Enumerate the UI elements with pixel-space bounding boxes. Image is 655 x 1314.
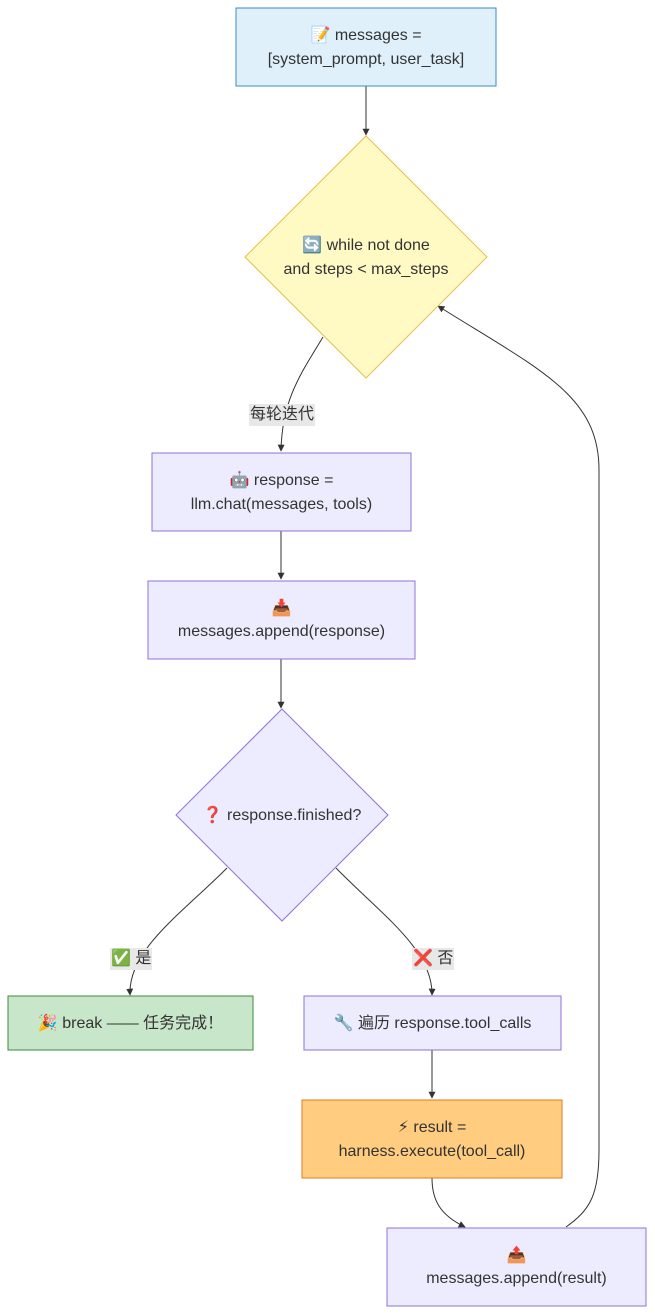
edge-execute-to-append-result	[431, 1177, 466, 1228]
node-execute-box	[301, 1099, 563, 1179]
node-append-response-box	[147, 580, 416, 660]
edge-label-yes: ✅ 是	[110, 948, 153, 970]
node-finished-diamond	[175, 708, 389, 922]
edge-label-no: ❌ 否	[412, 948, 455, 970]
edge-decision-to-break	[126, 867, 228, 996]
edge-loop-to-chat	[277, 336, 324, 452]
node-loop-diamond	[244, 135, 488, 379]
node-break-box	[7, 995, 254, 1051]
node-chat-box	[151, 452, 412, 532]
node-init-box	[235, 7, 497, 87]
node-append-result-box	[386, 1227, 647, 1307]
node-iterate-box	[303, 995, 562, 1051]
edge-append-result-to-loop	[437, 305, 600, 1228]
edge-label-each-iteration: 每轮迭代	[249, 404, 316, 426]
edge-decision-to-iterate	[335, 867, 436, 996]
